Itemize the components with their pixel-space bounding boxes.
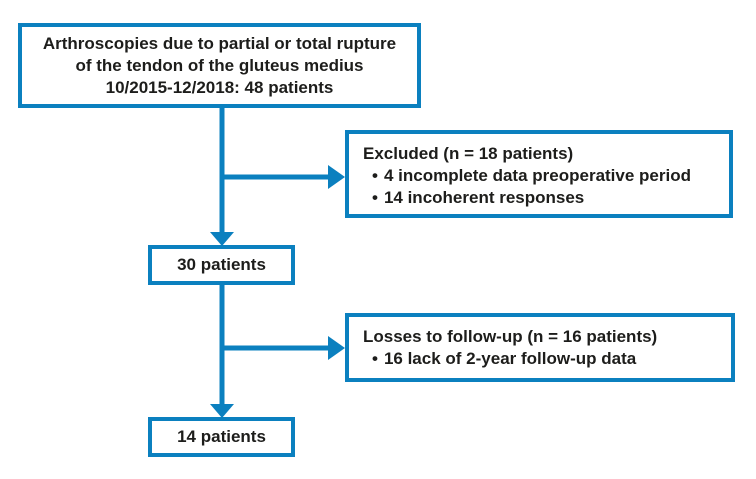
arrowhead-down-mid — [210, 232, 234, 246]
node-excluded-bullet-2-text: 14 incoherent responses — [383, 188, 585, 207]
node-losses-follow-up: Losses to follow-up (n = 16 patients) • … — [345, 313, 735, 382]
node-enrollment-line-3: 10/2015-12/2018: 48 patients — [105, 77, 334, 97]
node-enrollment: Arthroscopies due to partial or total ru… — [18, 23, 421, 108]
node-excluded-title: Excluded (n = 18 patients) — [363, 144, 574, 163]
arrowhead-right-excluded — [328, 165, 345, 189]
node-30-patients: 30 patients — [148, 245, 295, 285]
node-excluded-bullet-1-text: 4 incomplete data preoperative period — [383, 166, 691, 185]
bullet-icon: • — [372, 188, 378, 207]
node-30-patients-label: 30 patients — [177, 255, 266, 274]
bullet-icon: • — [372, 349, 378, 368]
node-14-patients-label: 14 patients — [177, 427, 266, 446]
node-losses-bullet-1-text: 16 lack of 2-year follow-up data — [383, 349, 637, 368]
node-losses-title: Losses to follow-up (n = 16 patients) — [363, 327, 658, 346]
node-excluded-bullet-1: • 4 incomplete data preoperative period — [363, 165, 719, 187]
node-enrollment-line-1: Arthroscopies due to partial or total ru… — [42, 33, 397, 53]
bullet-icon: • — [372, 166, 378, 185]
node-enrollment-line-2: of the tendon of the gluteus medius — [75, 55, 364, 75]
arrowhead-down-bottom — [210, 404, 234, 418]
node-losses-bullet-1: • 16 lack of 2-year follow-up data — [363, 348, 721, 370]
arrowhead-right-losses — [328, 336, 345, 360]
node-14-patients: 14 patients — [148, 417, 295, 457]
node-excluded: Excluded (n = 18 patients) • 4 incomplet… — [345, 130, 733, 218]
node-excluded-bullet-2: • 14 incoherent responses — [363, 187, 719, 209]
